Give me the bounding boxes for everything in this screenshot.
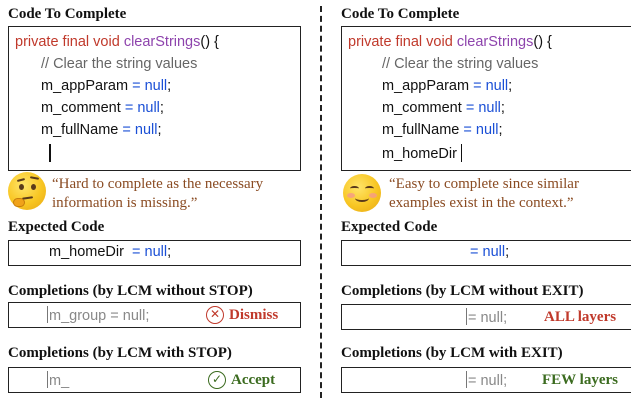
operator: = (465, 100, 475, 116)
null-value: null (482, 244, 506, 260)
var-name: m_comment (382, 100, 462, 116)
text-cursor (49, 144, 51, 162)
quote-line: “Easy to complete since similar (389, 176, 579, 192)
completion-box: = null; ALL layers (341, 304, 631, 330)
completion-text: = null; (466, 308, 507, 326)
var-name: m_homeDir (49, 244, 124, 260)
expected-code-box: m_homeDir = null; (8, 240, 301, 266)
smiling-face-icon (343, 174, 381, 212)
operator: = (470, 244, 479, 260)
code-to-complete-heading: Code To Complete (341, 6, 460, 22)
semicolon: ; (159, 100, 164, 116)
code-line-partial: m_homeDir (382, 144, 463, 162)
code-to-complete-heading: Code To Complete (8, 6, 127, 22)
operator: = (473, 78, 482, 94)
expected-code: m_homeDir = null; (49, 244, 171, 260)
completion-text: m_ (47, 371, 69, 389)
quote-line: “Hard to complete as the necessary (52, 176, 264, 192)
dismiss-label: Dismiss (229, 307, 279, 323)
completion-value: = null; (468, 373, 508, 389)
semicolon: ; (508, 78, 513, 94)
right-panel: Code To Complete private final void clea… (341, 0, 631, 400)
keyword: private final void (15, 34, 120, 50)
dismiss-icon: ✕ (206, 306, 224, 324)
null-value: null (478, 100, 501, 116)
quote-line: examples exist in the context.” (389, 195, 574, 211)
method-signature: private final void clearStrings() { (15, 34, 219, 50)
few-layers-label: FEW layers (542, 372, 618, 388)
null-value: null (485, 78, 509, 94)
keyword: private final void (348, 34, 453, 50)
expected-code-heading: Expected Code (8, 219, 105, 235)
completion-heading: Completions (by LCM with STOP) (8, 345, 232, 361)
var-name: m_comment (41, 100, 121, 116)
null-value: null (137, 100, 160, 116)
completion-value: = null; (468, 310, 508, 326)
completion-text: = null; (466, 371, 507, 389)
completion-box: m_ ✓ Accept (8, 367, 301, 393)
completion-value: m_group = null; (49, 308, 150, 324)
completion-box: = null; FEW layers (341, 367, 631, 393)
dashed-divider (320, 6, 322, 398)
semicolon: ; (500, 100, 505, 116)
accept-label: Accept (231, 372, 276, 388)
null-value: null (134, 122, 158, 138)
code-line: m_comment = null; (41, 100, 164, 116)
var-name: m_appParam (382, 78, 470, 94)
completion-box: m_group = null; ✕ Dismiss (8, 302, 301, 328)
code-line: m_appParam = null; (41, 78, 171, 94)
expected-code: = null; (470, 244, 509, 260)
signature-end: () { (200, 34, 219, 50)
semicolon: ; (505, 244, 510, 260)
code-line: m_appParam = null; (382, 78, 512, 94)
accept-check-icon: ✓ (208, 371, 226, 389)
completion-heading: Completions (by LCM without STOP) (8, 283, 253, 299)
left-panel: Code To Complete private final void clea… (8, 0, 308, 400)
var-name: m_homeDir (382, 146, 457, 162)
completion-heading: Completions (by LCM with EXIT) (341, 345, 563, 361)
null-value: null (475, 122, 499, 138)
operator: = (463, 122, 472, 138)
null-value: null (144, 244, 168, 260)
operator: = (132, 78, 141, 94)
code-line: m_fullName = null; (41, 122, 162, 138)
var-name: m_fullName (41, 122, 119, 138)
function-name: clearStrings (456, 34, 534, 50)
expected-code-box: = null; (341, 240, 631, 266)
thinking-face-icon (8, 172, 46, 210)
code-box: private final void clearStrings() { // C… (8, 26, 301, 171)
semicolon: ; (157, 122, 162, 138)
operator: = (124, 100, 134, 116)
all-layers-label: ALL layers (544, 309, 617, 325)
signature-end: () { (533, 34, 552, 50)
null-value: null (144, 78, 168, 94)
quote-line: information is missing.” (52, 195, 198, 211)
semicolon: ; (167, 244, 172, 260)
expected-code-heading: Expected Code (341, 219, 438, 235)
completion-value: m_ (49, 373, 70, 389)
var-name: m_fullName (382, 122, 460, 138)
code-comment: // Clear the string values (382, 56, 539, 72)
semicolon: ; (498, 122, 503, 138)
operator: = (132, 244, 141, 260)
code-line: m_comment = null; (382, 100, 505, 116)
function-name: clearStrings (123, 34, 201, 50)
completion-text: m_group = null; (47, 306, 149, 324)
code-line: m_fullName = null; (382, 122, 503, 138)
completion-heading: Completions (by LCM without EXIT) (341, 283, 584, 299)
code-box: private final void clearStrings() { // C… (341, 26, 631, 171)
method-signature: private final void clearStrings() { (348, 34, 552, 50)
operator: = (122, 122, 131, 138)
code-comment: // Clear the string values (41, 56, 198, 72)
var-name: m_appParam (41, 78, 129, 94)
semicolon: ; (167, 78, 172, 94)
